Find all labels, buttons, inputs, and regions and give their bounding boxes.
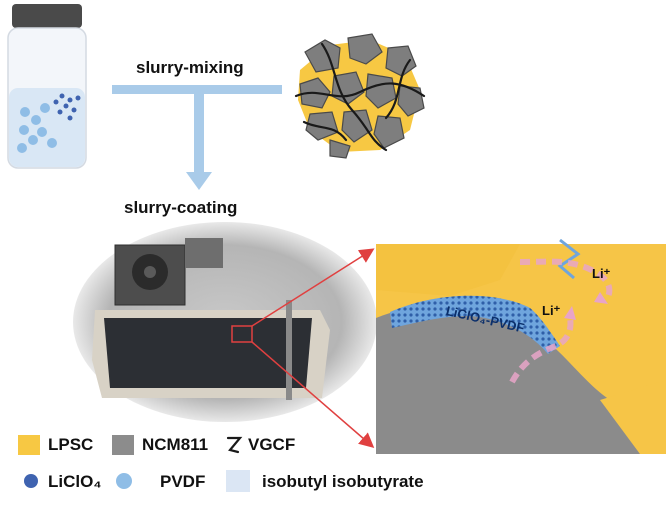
- zoom-lines: [251, 248, 375, 448]
- step-label-slurry-coating: slurry-coating: [124, 198, 238, 217]
- legend-lpsc: LPSC: [48, 435, 94, 454]
- interface-inset: [376, 238, 666, 454]
- slurry-mixture: [294, 33, 426, 159]
- li-ion-label-mid: Li⁺: [542, 303, 561, 318]
- process-arrow: [112, 85, 282, 190]
- liclo4-particles: [53, 93, 81, 121]
- vgcf-fibers: [294, 42, 426, 152]
- vgcf-icon: [226, 436, 243, 454]
- li-ion-label-top: Li⁺: [592, 266, 611, 281]
- legend-isobutyl-isobutyrate: isobutyl isobutyrate: [262, 472, 424, 491]
- legend-liclo4: LiClO₄: [48, 472, 102, 491]
- step-label-slurry-mixing: slurry-mixing: [136, 58, 244, 77]
- legend-pvdf: PVDF: [160, 472, 206, 491]
- vial: [7, 4, 87, 169]
- solvent-swatch: [226, 470, 250, 492]
- pvdf-particles: [17, 103, 57, 153]
- ncm-swatch: [112, 435, 134, 455]
- lpsc-swatch: [18, 435, 40, 455]
- coating-photo: [73, 222, 377, 422]
- pvdf-dot: [116, 473, 132, 489]
- legend-vgcf: VGCF: [248, 435, 296, 454]
- legend-ncm811: NCM811: [142, 435, 209, 454]
- liclo4-dot: [24, 474, 38, 488]
